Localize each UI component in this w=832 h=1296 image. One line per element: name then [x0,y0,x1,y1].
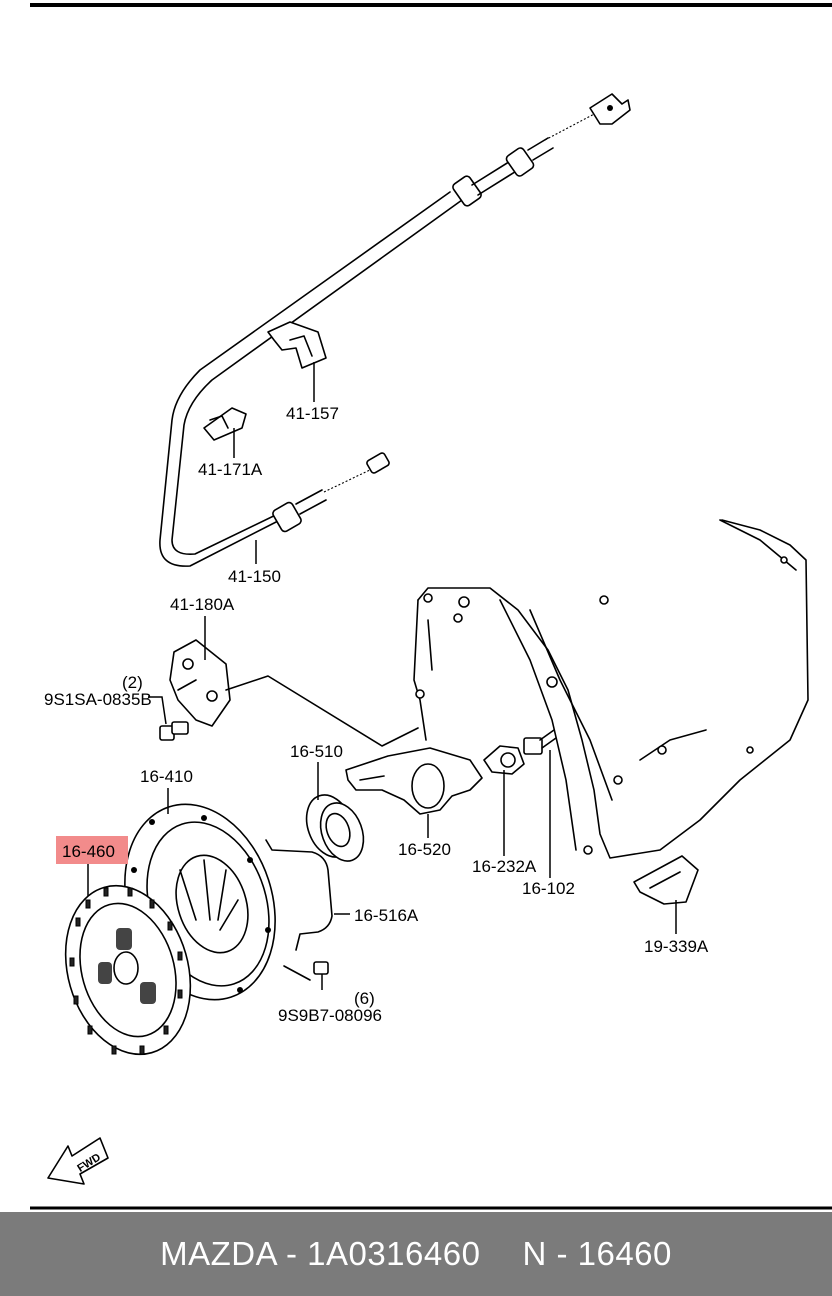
label-16-510: 16-510 [290,742,343,761]
bracket-41-180a [169,639,231,727]
footer-bar: MAZDA - 1A0316460 N - 16460 [0,1212,832,1296]
brand-part-number: MAZDA - 1A0316460 [160,1235,481,1272]
clutch-cable [159,93,631,567]
cable-end-upper [452,93,631,207]
clutch-disc-16-460 [64,884,192,1056]
transmission-housing [225,519,809,859]
label-41-157: 41-157 [286,404,339,423]
clamp-41-157 [267,321,327,369]
highlight-box-16-460 [56,836,128,864]
spring-16-516a [265,839,333,951]
label-16-460: 16-460 [62,842,115,861]
disc-springs [98,928,156,1004]
label-16-520: 16-520 [398,840,451,859]
part-labels: 41-157 41-171A 41-150 41-180A (2) 9S1SA-… [44,404,709,1025]
leader-lines [87,362,677,990]
release-bearing-16-510 [305,794,365,862]
label-9s1sa-0835b: 9S1SA-0835B [44,690,152,709]
label-41-171a: 41-171A [198,460,263,479]
bolt-16-102 [523,729,557,755]
label-qty-2: (2) [122,673,143,692]
cover-19-339a [633,855,699,905]
clutch-parts-diagram: 41-157 41-171A 41-150 41-180A (2) 9S1SA-… [30,3,832,1210]
label-qty-6: (6) [354,989,375,1008]
release-fork-16-520 [345,747,483,815]
label-19-339a: 19-339A [644,937,709,956]
label-16-232a: 16-232A [472,857,537,876]
clip-41-171a [203,407,247,441]
label-41-150: 41-150 [228,567,281,586]
fwd-arrow-icon: FWD [47,1137,109,1185]
label-16-410: 16-410 [140,767,193,786]
bolt-9s9b7 [283,961,329,981]
part-code: N - 16460 [522,1235,672,1272]
label-16-516a: 16-516A [354,906,419,925]
cable-end-lower [272,452,390,533]
label-9s9b7-08096: 9S9B7-08096 [278,1006,382,1025]
pivot-16-232a [483,745,525,775]
label-41-180a: 41-180A [170,595,235,614]
bolt-9s1sa [159,721,189,741]
label-16-102: 16-102 [522,879,575,898]
